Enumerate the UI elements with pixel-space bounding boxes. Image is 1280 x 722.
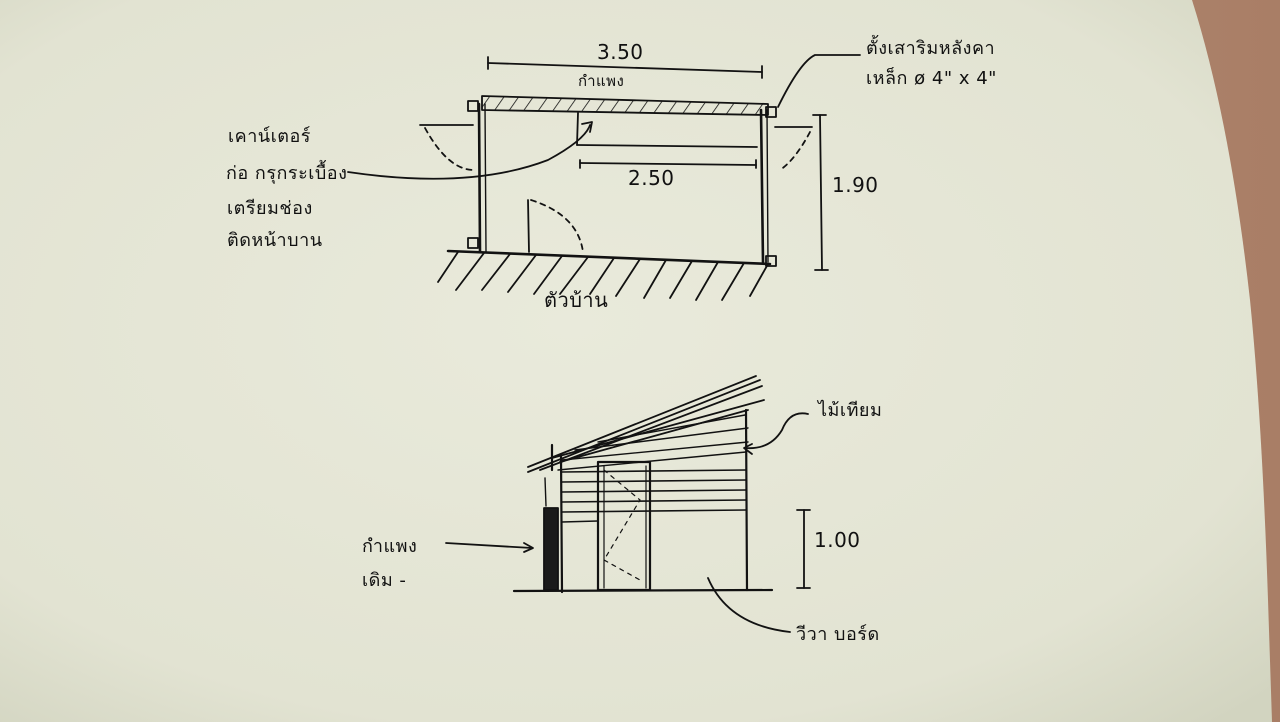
counter-note-line-2: ก่อ กรุกระเบื้อง xyxy=(226,163,348,184)
door-swing xyxy=(603,469,641,581)
post-left xyxy=(559,454,564,594)
width-dimension: 3.50 xyxy=(597,40,644,64)
post-bottom-left xyxy=(467,237,479,249)
ground-label: ตัวบ้าน xyxy=(544,288,609,312)
wall-slats xyxy=(561,469,747,523)
height-dimension: 1.00 xyxy=(814,528,861,552)
post-note-line-1: ตั้งเสาริมหลังคา xyxy=(866,38,996,59)
dim-line-width xyxy=(487,62,763,73)
counter-note-line-4: ติดหน้าบาน xyxy=(227,230,323,251)
counter-note-line-1: เคาน์เตอร์ xyxy=(228,126,311,147)
wall-note-line-1: กำแพง xyxy=(362,536,418,557)
wall-band xyxy=(481,95,769,116)
roof-slats xyxy=(557,414,749,471)
elevation-ground xyxy=(512,588,774,593)
door-swing-right xyxy=(779,131,811,171)
ground-line xyxy=(446,249,772,266)
wall-leader xyxy=(445,542,533,549)
door-swing-left xyxy=(424,127,475,171)
wall-note-line-2: เดิม - xyxy=(362,570,407,591)
roof-top-edge xyxy=(527,379,761,473)
depth-dimension: 1.90 xyxy=(832,173,879,197)
left-wall xyxy=(477,102,482,254)
dim-line-depth xyxy=(819,114,823,271)
board-leader xyxy=(707,577,791,633)
counter-leader xyxy=(347,124,591,180)
elevation-sketch xyxy=(445,375,811,633)
counter-note-line-3: เตรียมช่อง xyxy=(227,198,313,219)
post-bottom-right xyxy=(765,255,777,267)
plan-sketch xyxy=(347,54,861,301)
door-swing-bottom xyxy=(530,199,584,253)
counter-line xyxy=(576,144,758,148)
right-wall xyxy=(759,108,765,264)
ground-hatch xyxy=(437,251,769,301)
post-note-line-2: เหล็ก ø 4" x 4" xyxy=(866,68,997,89)
roof-label: ไม้เทียม xyxy=(818,400,883,421)
roof-leader xyxy=(744,412,809,450)
inner-dimension: 2.50 xyxy=(628,166,675,190)
existing-wall xyxy=(543,507,559,591)
wall-label: กำแพง xyxy=(578,72,625,90)
post-leader xyxy=(777,54,861,108)
post-top-right xyxy=(765,106,777,118)
post-top-left xyxy=(467,100,479,112)
board-label: วีวา บอร์ด xyxy=(796,624,880,645)
